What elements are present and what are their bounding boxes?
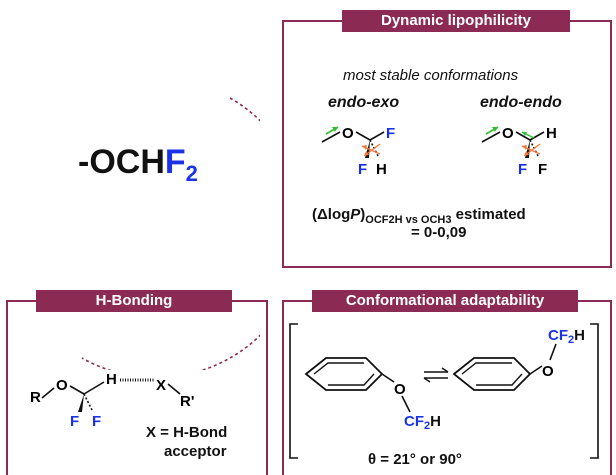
- atom-f-bottom-right: F: [538, 161, 547, 178]
- molecule-endo-exo: O F F H: [321, 125, 395, 178]
- conformation-endo-endo-label: endo-endo: [480, 94, 562, 111]
- atom-o: O: [502, 125, 514, 142]
- atom-f-left: F: [70, 413, 79, 430]
- atom-f-top: F: [386, 125, 395, 142]
- banner-dynamic-lipophilicity: Dynamic lipophilicity: [342, 10, 570, 32]
- h-bond-structure: R O H X R' F F: [30, 371, 194, 430]
- atom-f-right: F: [92, 413, 101, 430]
- right-atom-o: O: [542, 363, 554, 380]
- center-formula: -OCHF2: [78, 143, 198, 186]
- atom-r: R: [30, 389, 41, 406]
- delta-logp-value: = 0-0,09: [411, 224, 467, 241]
- subtitle-stable-conformations: most stable conformations: [343, 67, 519, 84]
- theta-angle-label: θ = 21° or 90°: [368, 451, 462, 468]
- banner-h-bonding: H-Bonding: [36, 290, 232, 312]
- atom-h: H: [106, 371, 117, 388]
- h-bond-acceptor-line1: X = H-Bond: [146, 424, 228, 441]
- atom-o: O: [56, 377, 68, 394]
- dashed-arc: [81, 97, 260, 370]
- delta-logp-line: (ΔlogP)OCF2H vs OCH3 estimated: [312, 206, 526, 226]
- atom-h-top: H: [546, 125, 557, 142]
- conformation-endo-exo-label: endo-exo: [328, 94, 400, 111]
- left-atom-o: O: [394, 381, 406, 398]
- atom-o: O: [342, 125, 354, 142]
- atom-x: X: [156, 377, 166, 394]
- atom-f-bottom: F: [358, 161, 367, 178]
- atom-h-bottom: H: [376, 161, 387, 178]
- h-bond-acceptor-line2: acceptor: [164, 443, 227, 460]
- left-cf2h: CF2H: [404, 413, 441, 432]
- molecule-endo-endo: O H F F: [481, 125, 557, 178]
- atom-r-prime: R': [180, 393, 194, 410]
- atom-f-bottom-left: F: [518, 161, 527, 178]
- banner-conformational-adaptability: Conformational adaptability: [312, 290, 578, 312]
- conformer-equilibrium: O CF2H O CF2H: [289, 323, 599, 459]
- right-cf2h: CF2H: [548, 327, 585, 346]
